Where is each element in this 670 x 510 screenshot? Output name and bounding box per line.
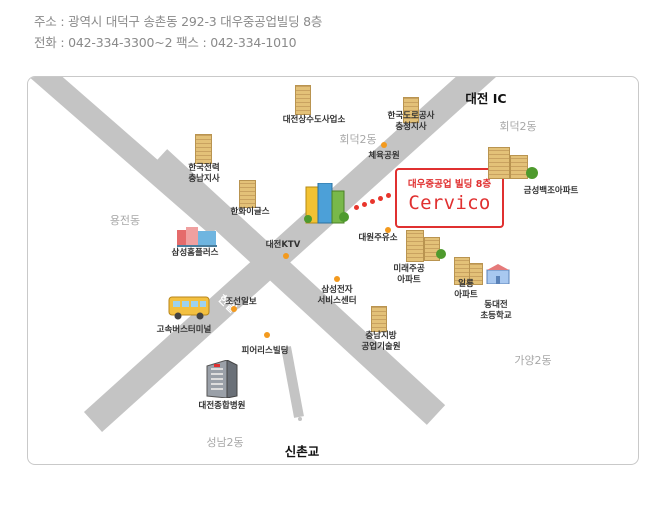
office-building-icon (371, 306, 387, 332)
poi-dot (264, 332, 270, 338)
place-kepco: 한국전력 충남지사 (188, 163, 219, 185)
place-water-office: 대전상수도사업소 (282, 115, 346, 125)
place-chungnam-tech: 충남지방 공업기술원 (361, 331, 400, 353)
office-building-icon (239, 180, 256, 208)
office-building-icon (295, 85, 311, 115)
school-icon (485, 264, 511, 285)
callout-address: 대우중공업 빌딩 8층 (407, 179, 492, 190)
place-peerless-building: 피어리스빌딩 (241, 346, 289, 356)
place-expressway-line2: 충청지사 (395, 122, 427, 132)
samsung-homeplus-icon (177, 227, 217, 247)
place-mirae-apt: 미래주공 아파트 (393, 264, 424, 286)
place-geumseong-apt: 금성백조아파트 (523, 186, 579, 196)
place-daewon-gas: 대원주유소 (358, 233, 398, 243)
place-mirae-line1: 미래주공 (393, 264, 425, 274)
road-south-stub (281, 346, 304, 418)
bus-icon (168, 295, 210, 321)
apartment-icon (469, 263, 483, 285)
tree-icon (436, 249, 446, 259)
poi-dot (381, 142, 387, 148)
area-seongnam2: 성남2동 (206, 436, 244, 449)
place-dongdaejeon-line1: 동대전 (484, 300, 508, 310)
place-expressway-line1: 한국도로공사 (387, 111, 435, 121)
place-daejeon-ktv: 대전KTV (265, 240, 301, 250)
place-kepco-line1: 한국전력 (188, 163, 220, 173)
place-samsung-service-line2: 서비스센터 (317, 296, 357, 306)
hospital-icon (203, 359, 239, 399)
place-daejeon-hospital: 대전종합병원 (198, 401, 246, 411)
connector-dot (370, 199, 375, 204)
area-yongjeon: 용전동 (109, 214, 141, 227)
connector-dot (378, 196, 383, 201)
poi-dot (283, 253, 289, 259)
poi-dot (231, 306, 237, 312)
label-daejeon-ic: 대전 IC (465, 91, 507, 106)
connector-dot (362, 202, 367, 207)
place-ilryung-line2: 아파트 (454, 290, 478, 300)
road-main-diagonal (83, 77, 496, 433)
place-ilryung-apt: 일룡 아파트 (454, 279, 477, 301)
connector-dot (354, 205, 359, 210)
place-chungnam-tech-line1: 충남지방 (365, 331, 397, 341)
poi-dot (385, 227, 391, 233)
place-expressway-corp: 한국도로공사 충청지사 (388, 111, 435, 133)
label-sinchongyo: 신촌교 (284, 444, 320, 459)
apartment-icon (488, 147, 510, 179)
place-samsung-service-line1: 삼성전자 (321, 285, 353, 295)
place-chosun-ilbo: 조선일보 (225, 297, 257, 307)
place-bus-terminal: 고속버스터미널 (156, 325, 212, 335)
location-map: 회덕2동 회덕2동 용전동 가양2동 성남2동 대전 IC 신촌교 한밭대로(용… (27, 76, 639, 465)
place-dongdaejeon-school: 동대전 초등학교 (480, 300, 511, 322)
place-chungnam-tech-line2: 공업기술원 (361, 342, 401, 352)
place-dongdaejeon-line2: 초등학교 (480, 311, 512, 321)
place-samsung-service: 삼성전자 서비스센터 (317, 285, 356, 307)
address-line: 주소 : 광역시 대덕구 송촌동 292-3 대우중공업빌딩 8층 (34, 14, 323, 29)
area-hoedeok2-center: 회덕2동 (339, 133, 377, 146)
road-network (29, 77, 496, 433)
cervico-building-icon (304, 182, 350, 225)
apartment-icon (510, 155, 528, 179)
connector-dot (386, 193, 391, 198)
place-mirae-line2: 아파트 (397, 275, 421, 285)
poi-dot (334, 276, 340, 282)
place-kepco-line2: 충남지사 (188, 174, 220, 184)
place-gym-park: 체육공원 (368, 151, 400, 161)
area-gayang2: 가양2동 (514, 354, 552, 367)
phone-fax-line: 전화 : 042-334-3300~2 팩스 : 042-334-1010 (34, 35, 297, 50)
road-end-dot (298, 417, 302, 421)
company-callout: 대우중공업 빌딩 8층 Cervico (395, 168, 504, 228)
tree-icon (526, 167, 538, 179)
place-samsung-homeplus: 삼성홈플러스 (171, 248, 219, 258)
road-upper-left (29, 77, 226, 236)
office-building-icon (195, 134, 212, 164)
place-hanhwa-eagles: 한화이글스 (230, 207, 270, 217)
office-building-icon (403, 97, 419, 123)
area-hoedeok2-right: 회덕2동 (499, 120, 537, 133)
place-ilryung-line1: 일룡 (458, 279, 474, 289)
apartment-icon (406, 230, 424, 262)
callout-company-name: Cervico (408, 192, 491, 214)
office-building-icon (177, 225, 217, 247)
